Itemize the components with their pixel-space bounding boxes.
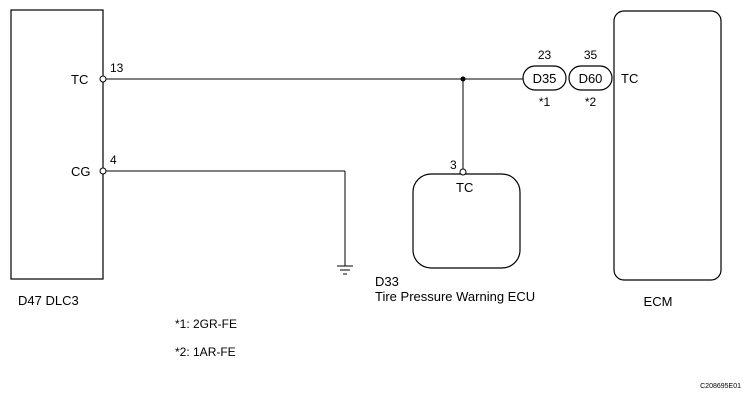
- figure-id: C208695E01: [700, 383, 741, 390]
- connector-d35: [522, 65, 567, 91]
- connector-d35-code: D35: [533, 71, 557, 86]
- tpw-ecu-pin-name: TC: [456, 180, 473, 195]
- dlc3-cg-pin-number: 4: [110, 153, 117, 167]
- tpw-ecu-tc-terminal: [459, 168, 467, 176]
- tpw-ecu-pin-number: 3: [450, 158, 457, 172]
- tpw-ecu-name: Tire Pressure Warning ECU: [375, 289, 535, 304]
- connector-d35-pin: 23: [538, 48, 552, 62]
- connector-d60-pin: 35: [584, 48, 598, 62]
- ecm-label: ECM: [644, 294, 673, 309]
- connector-d60-code: D60: [579, 71, 603, 86]
- tpw-ecu-code: D33: [375, 274, 399, 289]
- dlc3-tc-pin-number: 13: [110, 61, 124, 75]
- connector-d60: [568, 65, 613, 91]
- dlc3-box: [10, 9, 104, 280]
- footnote-1: *1: 2GR-FE: [175, 317, 237, 331]
- connector-d35-note: *1: [539, 95, 551, 109]
- ecm-box: [613, 10, 722, 281]
- dlc3-cg-pin-name: CG: [71, 164, 91, 179]
- connector-d60-note: *2: [585, 95, 597, 109]
- dlc3-label: D47 DLC3: [18, 293, 79, 308]
- tpw-ecu-box: [412, 173, 521, 269]
- ground-icon: [337, 265, 353, 275]
- dlc3-tc-terminal: [99, 75, 107, 83]
- ecm-pin-name: TC: [621, 71, 638, 86]
- footnote-2: *2: 1AR-FE: [175, 345, 236, 359]
- dlc3-cg-terminal: [99, 167, 107, 175]
- dlc3-tc-pin-name: TC: [71, 72, 88, 87]
